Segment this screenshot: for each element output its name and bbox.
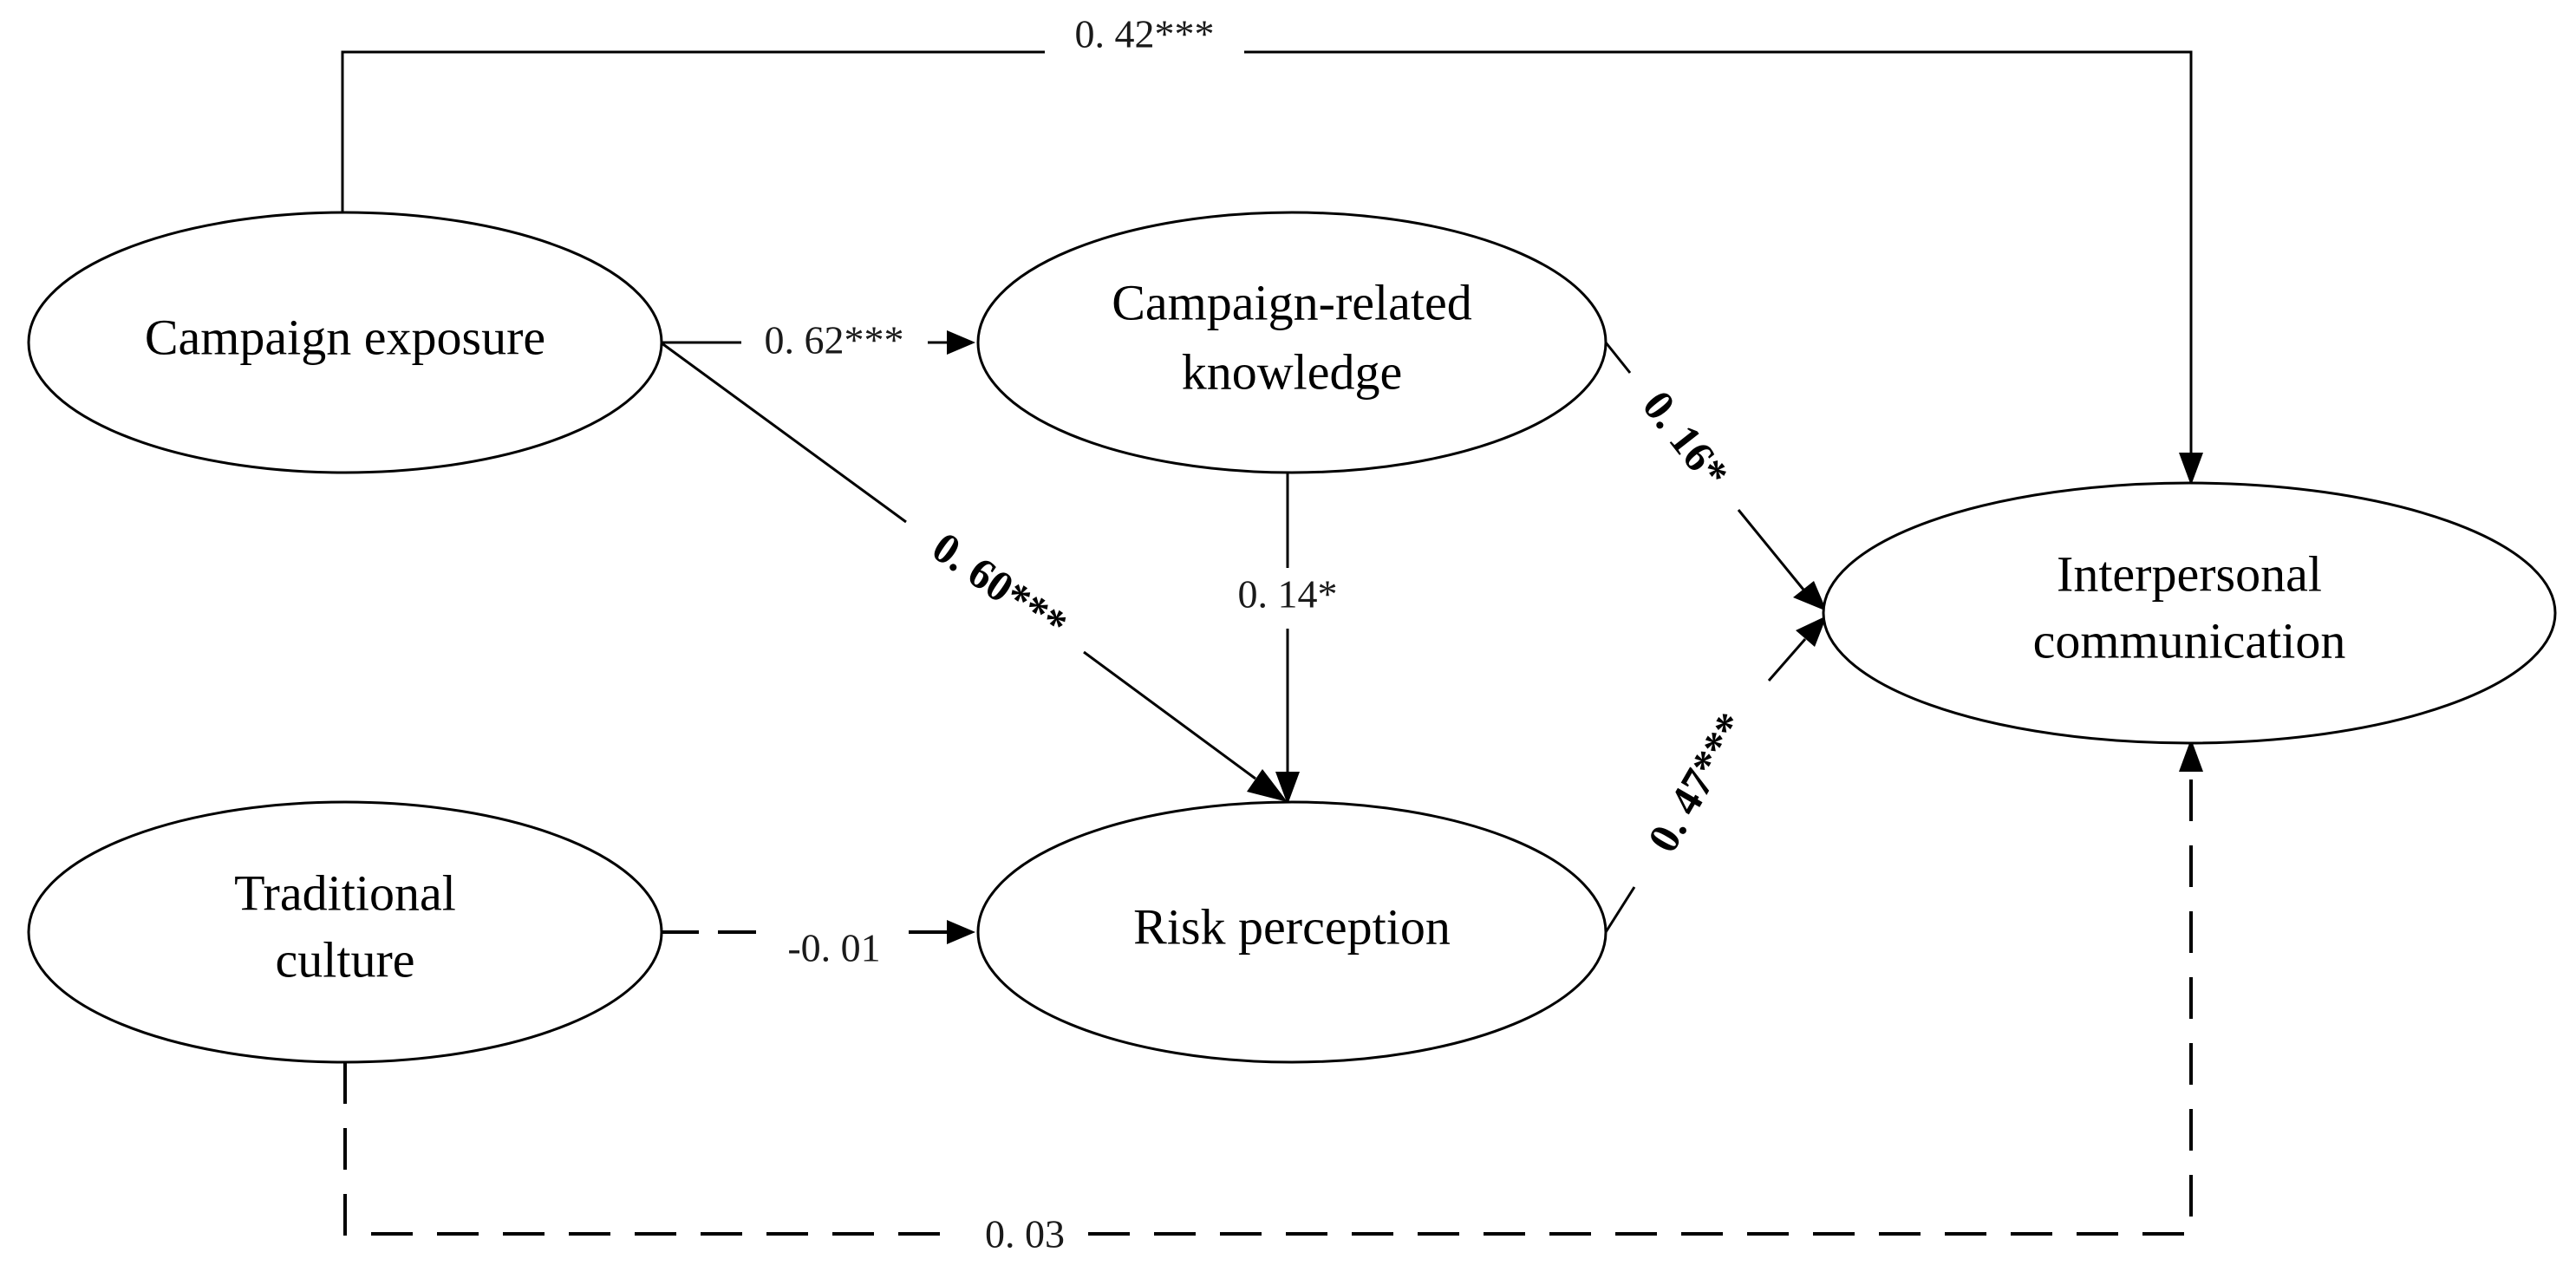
edge-exposure-to-risk-cont — [1083, 650, 1256, 780]
arrowhead-interpersonal-top — [2179, 453, 2203, 486]
coef-knowledge-to-risk: 0. 14* — [1238, 572, 1338, 616]
edge-knowledge-to-interpersonal — [1604, 342, 1632, 374]
edge-risk-to-interpersonal — [1604, 886, 1636, 933]
node-label-campaign-knowledge-line2: knowledge — [1182, 343, 1403, 400]
arrowhead-interpersonal-upper — [1793, 581, 1827, 611]
node-campaign-exposure: Campaign exposure — [27, 211, 663, 474]
node-label-traditional-culture-line1: Traditional — [234, 864, 456, 921]
node-interpersonal-communication: Interpersonal communication — [1822, 481, 2557, 745]
edge-culture-to-interpersonal — [343, 1062, 962, 1236]
arrowhead-risk-top — [1275, 772, 1300, 805]
node-label-interpersonal-line1: Interpersonal — [2057, 545, 2322, 602]
node-label-risk-perception: Risk perception — [1133, 898, 1451, 955]
edge-exposure-to-interpersonal-cont — [1244, 50, 2193, 453]
node-label-campaign-knowledge-line1: Campaign-related — [1112, 274, 1472, 330]
edge-knowledge-to-interpersonal-cont — [1737, 509, 1805, 590]
edge-risk-to-interpersonal-cont — [1767, 638, 1807, 682]
arrowhead-interpersonal-lower — [1796, 616, 1827, 647]
node-risk-perception: Risk perception — [976, 800, 1608, 1064]
coef-culture-to-interpersonal: 0. 03 — [985, 1212, 1065, 1256]
edge-exposure-to-risk — [660, 341, 907, 524]
node-label-campaign-exposure: Campaign exposure — [145, 309, 545, 365]
arrowhead-knowledge-left — [947, 330, 975, 355]
coef-exposure-to-knowledge: 0. 62*** — [765, 318, 904, 362]
coef-culture-to-risk: -0. 01 — [787, 926, 880, 970]
arrowhead-risk-diag — [1247, 769, 1288, 802]
node-label-interpersonal-line2: communication — [2033, 612, 2346, 669]
edge-culture-to-interpersonal-cont — [1088, 772, 2193, 1236]
node-campaign-knowledge: Campaign-related knowledge — [976, 211, 1608, 474]
coef-exposure-to-interpersonal: 0. 42*** — [1075, 12, 1215, 56]
node-traditional-culture: Traditional culture — [27, 800, 663, 1064]
edge-exposure-to-interpersonal — [341, 50, 1045, 212]
arrowhead-interpersonal-bottom — [2179, 739, 2203, 772]
node-label-traditional-culture-line2: culture — [275, 931, 414, 988]
arrowhead-risk-left — [947, 920, 975, 944]
